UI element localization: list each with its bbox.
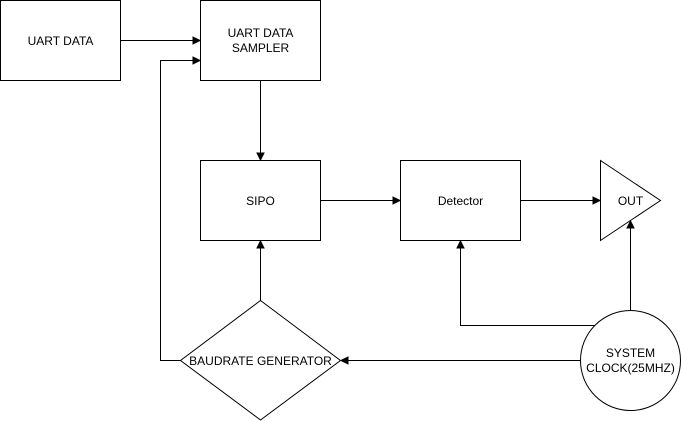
system-clock-block: SYSTEM CLOCK(25MHZ) (580, 310, 681, 411)
edge-baudrate-to-sipo (256, 239, 265, 301)
edge-sipo-to-detector (320, 196, 402, 205)
detector-rect (400, 160, 521, 241)
baudrate-label: BAUDRATE GENERATOR (189, 354, 332, 368)
uart-data-block: UART DATA (0, 0, 121, 81)
uart-data-rect (0, 0, 121, 81)
baudrate-generator-block: BAUDRATE GENERATOR (179, 299, 342, 421)
uart-data-label: UART DATA (28, 34, 94, 48)
out-label: OUT (618, 194, 644, 208)
sipo-label: SIPO (246, 194, 275, 208)
sipo-block: SIPO (200, 160, 321, 241)
detector-block: Detector (400, 160, 521, 241)
uart-sampler-label-line1: UART DATA (228, 26, 294, 40)
edge-clock-to-baudrate (339, 356, 581, 365)
uart-sampler-rect (200, 0, 321, 81)
edge-clock-to-out (626, 219, 635, 311)
baudrate-diamond (179, 299, 342, 421)
edge-baudrate-to-sampler (160, 56, 202, 361)
system-clock-label-line2: CLOCK(25MHZ) (586, 361, 675, 375)
uart-sampler-label-line2: SAMPLER (232, 41, 290, 55)
edge-clock-to-detector (456, 239, 595, 326)
edge-uart-data-to-sampler (120, 36, 202, 45)
uart-sampler-block: UART DATA SAMPLER (200, 0, 321, 81)
edge-sampler-to-sipo (256, 80, 265, 162)
detector-label: Detector (438, 194, 483, 208)
system-clock-label-line1: SYSTEM (606, 346, 655, 360)
edge-detector-to-out (520, 196, 602, 205)
